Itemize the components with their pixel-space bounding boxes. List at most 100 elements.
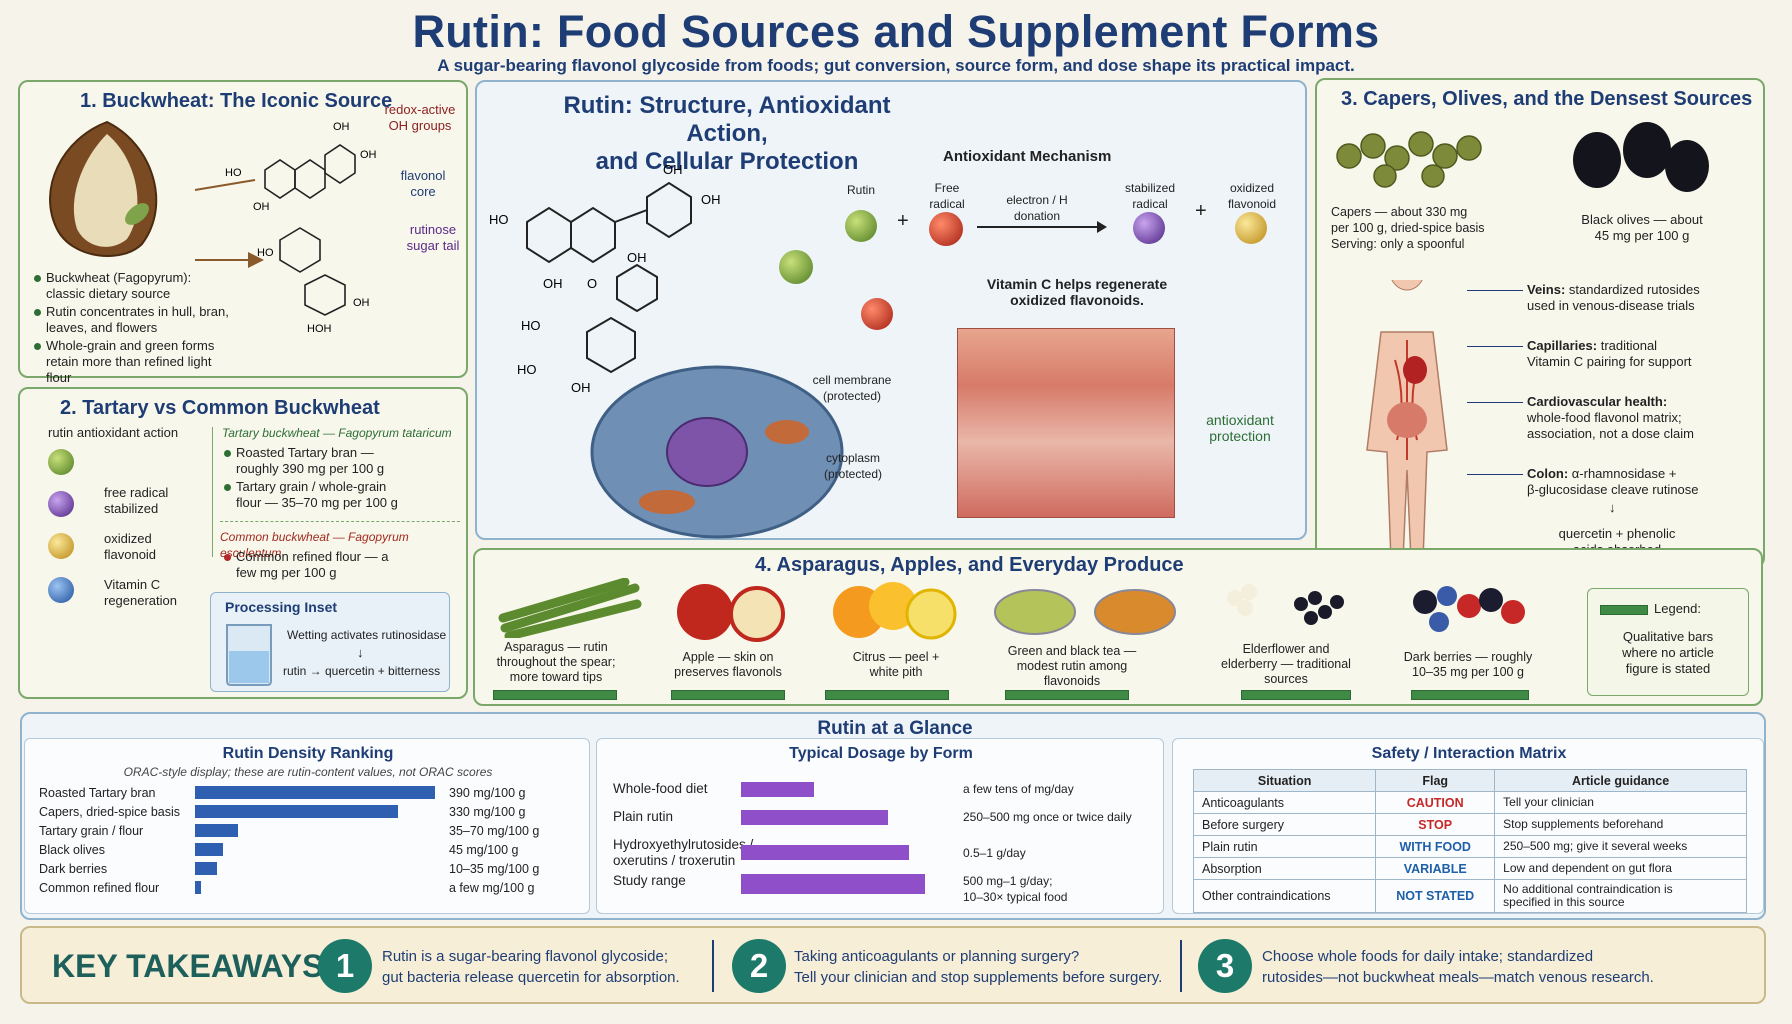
density-label: Black olives — [39, 843, 105, 857]
cytoplasm-label: cytoplasm (protected) — [823, 451, 883, 481]
produce-caption-apple: Apple — skin on preserves flavonols — [674, 650, 782, 679]
body-capillaries-bold: Capillaries: — [1527, 338, 1598, 353]
center-title: Rutin: Structure, Antioxidant Action, an… — [563, 92, 891, 175]
safety-guidance: Tell your clinician — [1494, 791, 1747, 814]
human-body-illustration — [1366, 280, 1448, 561]
oxidized-ball-icon — [1235, 212, 1267, 244]
safety-box: Safety / Interaction Matrix Situation Fl… — [1172, 738, 1764, 914]
panel-tartary: 2. Tartary vs Common Buckwheat rutin ant… — [18, 387, 468, 699]
takeaway-text: Rutin is a sugar-bearing flavonol glycos… — [382, 948, 680, 986]
step-stabilized: free radical stabilized — [104, 485, 169, 516]
donation-arrow — [977, 221, 1107, 233]
mech-donation: electron / H donation — [1006, 193, 1068, 223]
safety-guidance: Stop supplements beforehand — [1494, 813, 1747, 836]
common-bullets: Common refined flour — a few mg per 100 … — [222, 549, 412, 583]
mech-plus-2: + — [1195, 200, 1207, 222]
safety-situation: Other contraindications — [1192, 879, 1377, 913]
colon-arrow: ↓ — [1609, 500, 1616, 515]
safety-situation: Before surgery — [1192, 813, 1377, 836]
elderberry-illustration — [1227, 584, 1344, 625]
dosage-label: Whole-food diet — [613, 781, 708, 796]
density-bar — [195, 843, 223, 856]
density-label: Common refined flour — [39, 881, 160, 895]
density-box: Rutin Density Ranking ORAC-style display… — [24, 738, 590, 914]
body-veins: Veins: standardized rutosides used in ve… — [1527, 282, 1700, 314]
dosage-label: Plain rutin — [613, 809, 674, 824]
green-ball-icon — [48, 449, 74, 475]
capers-illustration — [1336, 131, 1482, 188]
floating-rutin-icon — [779, 250, 813, 284]
body-colon: Colon: α-rhamnosidase + β-glucosidase cl… — [1527, 466, 1699, 498]
mech-oxid: oxidized flavonoid — [1227, 181, 1277, 211]
density-value: 390 mg/100 g — [449, 786, 526, 800]
divider — [1180, 940, 1182, 992]
legend-swatch — [1600, 605, 1648, 615]
dosage-bar — [741, 782, 815, 797]
str-o-1: O — [587, 276, 597, 291]
yellow-ball-icon — [48, 533, 74, 559]
body-capillaries: Capillaries: traditional Vitamin C pairi… — [1527, 338, 1692, 370]
density-label: Capers, dried-spice basis — [39, 805, 181, 819]
mech-stab: stabilized radical — [1124, 181, 1176, 211]
dosage-value: a few tens of mg/day — [963, 782, 1074, 796]
connector-cardio — [1467, 402, 1523, 403]
density-value: 45 mg/100 g — [449, 843, 519, 857]
divider — [212, 427, 213, 557]
dosage-label: Study range — [613, 873, 686, 888]
safety-header: Article guidance — [1494, 769, 1747, 792]
blue-ball-icon — [48, 577, 74, 603]
produce-caption-elder: Elderflower and elderberry — traditional… — [1221, 642, 1351, 686]
safety-flag: CAUTION — [1375, 791, 1496, 814]
body-capillaries-text: traditional Vitamin C pairing for suppor… — [1527, 338, 1692, 369]
dosage-title: Typical Dosage by Form — [789, 745, 973, 762]
takeaway-number: 2 — [732, 939, 786, 993]
body-colon-text: α-rhamnosidase + β-glucosidase cleave ru… — [1527, 466, 1699, 497]
rutin-molecule-diagram: OH OH HO OH HO OH HOH — [194, 121, 377, 335]
safety-flag: STOP — [1375, 813, 1496, 836]
berries-illustration — [1413, 586, 1525, 632]
safety-header: Situation — [1192, 769, 1377, 792]
takeaway-number: 3 — [1198, 939, 1252, 993]
inset-arrow: ↓ — [357, 645, 364, 660]
str-ho-2: HO — [521, 318, 541, 333]
dosage-bar — [741, 845, 910, 860]
flavonol-core-label: flavonol core — [400, 168, 446, 199]
panel-buckwheat-title: 1. Buckwheat: The Iconic Source — [80, 90, 393, 112]
body-veins-bold: Veins: — [1527, 282, 1566, 297]
buckwheat-seed-illustration — [49, 120, 158, 257]
panel-buckwheat: 1. Buckwheat: The Iconic Source OH OH HO… — [18, 80, 468, 385]
list-item: Roasted Tartary bran — roughly 390 mg pe… — [222, 445, 412, 477]
str-oh-3: OH — [627, 250, 647, 265]
mech-title: Antioxidant Mechanism — [943, 148, 1112, 165]
panel-capers-title: 3. Capers, Olives, and the Densest Sourc… — [1341, 88, 1753, 110]
str-oh-1: OH — [663, 162, 683, 177]
density-value: 35–70 mg/100 g — [449, 824, 540, 838]
tea-illustration — [994, 589, 1176, 635]
density-title: Rutin Density Ranking — [222, 745, 394, 762]
safety-header: Flag — [1375, 769, 1496, 792]
produce-bar-asparagus — [493, 690, 617, 700]
dosage-value: 250–500 mg once or twice daily — [963, 810, 1132, 824]
capers-caption: Capers — about 330 mg per 100 g, dried-s… — [1331, 205, 1485, 251]
mol-oh-label: OH — [333, 121, 350, 133]
tartary-heading: Tartary buckwheat — Fagopyrum tataricum — [222, 426, 452, 440]
inset-line2: rutin → quercetin + bitterness — [283, 664, 441, 678]
tissue-illustration — [957, 328, 1175, 518]
produce-bar-apple — [671, 690, 785, 700]
page-title: Rutin: Food Sources and Supplement Forms — [412, 6, 1380, 57]
inset-line1: Wetting activates rutinosidase — [287, 628, 447, 642]
panel-produce: 4. Asparagus, Apples, and Everyday Produ… — [473, 548, 1763, 706]
connector-colon — [1467, 474, 1523, 475]
glance-title: Rutin at a Glance — [817, 718, 973, 739]
produce-caption-tea: Green and black tea — modest rutin among… — [1007, 644, 1137, 688]
rutin-structure-diagram: OH OH HO OH OH O HO HO OH — [489, 162, 721, 395]
produce-caption-berries: Dark berries — roughly 10–35 mg per 100 … — [1403, 650, 1533, 679]
action-title: rutin antioxidant action — [48, 425, 179, 440]
safety-flag: VARIABLE — [1375, 857, 1496, 880]
mol-oh-label-3: OH — [253, 201, 270, 213]
mol-oh-label-4: OH — [353, 297, 370, 309]
cell-illustration — [590, 365, 844, 539]
